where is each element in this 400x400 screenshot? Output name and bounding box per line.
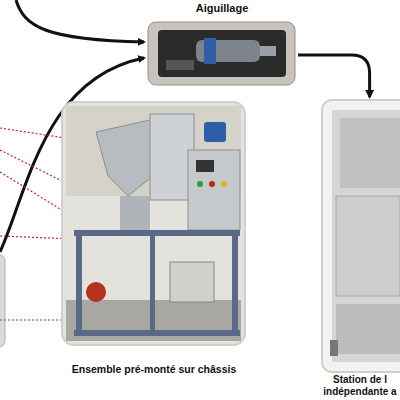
switch-photo (148, 22, 295, 85)
feed-line (16, 0, 144, 42)
photo-partial (0, 255, 5, 347)
photo-caption: Aiguillage (146, 2, 298, 15)
assembly-photo (62, 102, 245, 345)
photo-node: Ensemble pré-monté sur châssis (56, 100, 252, 376)
photo-node: Aiguillage (146, 2, 298, 86)
photo-node: Station de l indépendante a (320, 98, 400, 398)
photo-caption: Ensemble pré-monté sur châssis (56, 363, 252, 376)
flow-arrow (298, 55, 370, 97)
photo-caption: Station de l indépendante a (320, 374, 400, 398)
station-photo (322, 100, 400, 372)
